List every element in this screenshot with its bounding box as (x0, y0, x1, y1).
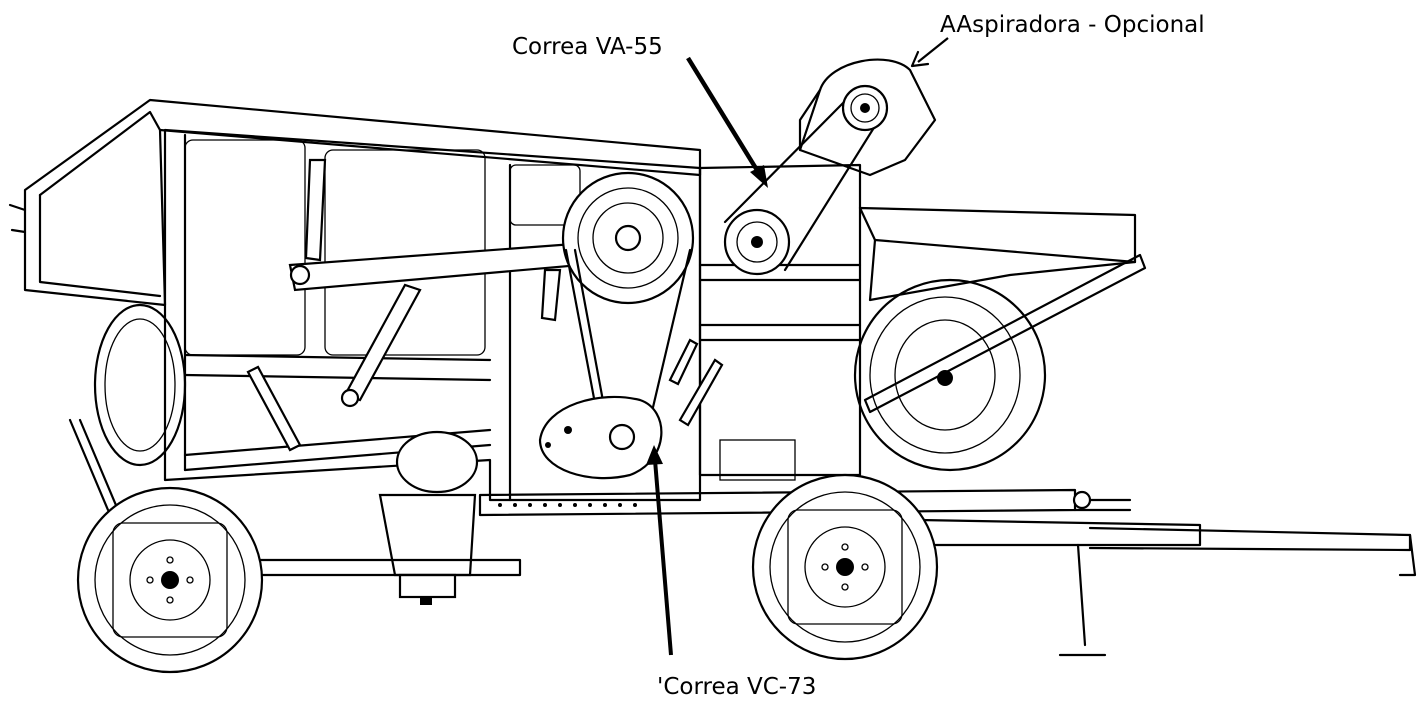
arrow-aspiradora (910, 37, 949, 68)
rear-large-wheel (93, 303, 187, 467)
discharge-chute (858, 206, 1147, 414)
aspirator-fan (798, 58, 937, 177)
center-housing (668, 163, 862, 481)
left-transport-wheel (76, 486, 264, 674)
label-correa-va55: Correa VA-55 (512, 34, 663, 60)
large-pulley (561, 171, 695, 305)
chassis-holes (498, 503, 637, 507)
chassis (68, 418, 1417, 657)
hopper (8, 98, 702, 307)
label-correa-vc73: 'Correa VC-73 (657, 674, 817, 700)
arrow-vc73 (646, 445, 673, 656)
lower-pulley (538, 395, 663, 480)
label-aspiradora: AAspiradora - Opcional (940, 12, 1205, 38)
front-large-wheel (853, 278, 1047, 472)
right-transport-wheel (751, 473, 939, 661)
arrow-va55 (686, 56, 768, 188)
bagging-head (378, 430, 479, 605)
